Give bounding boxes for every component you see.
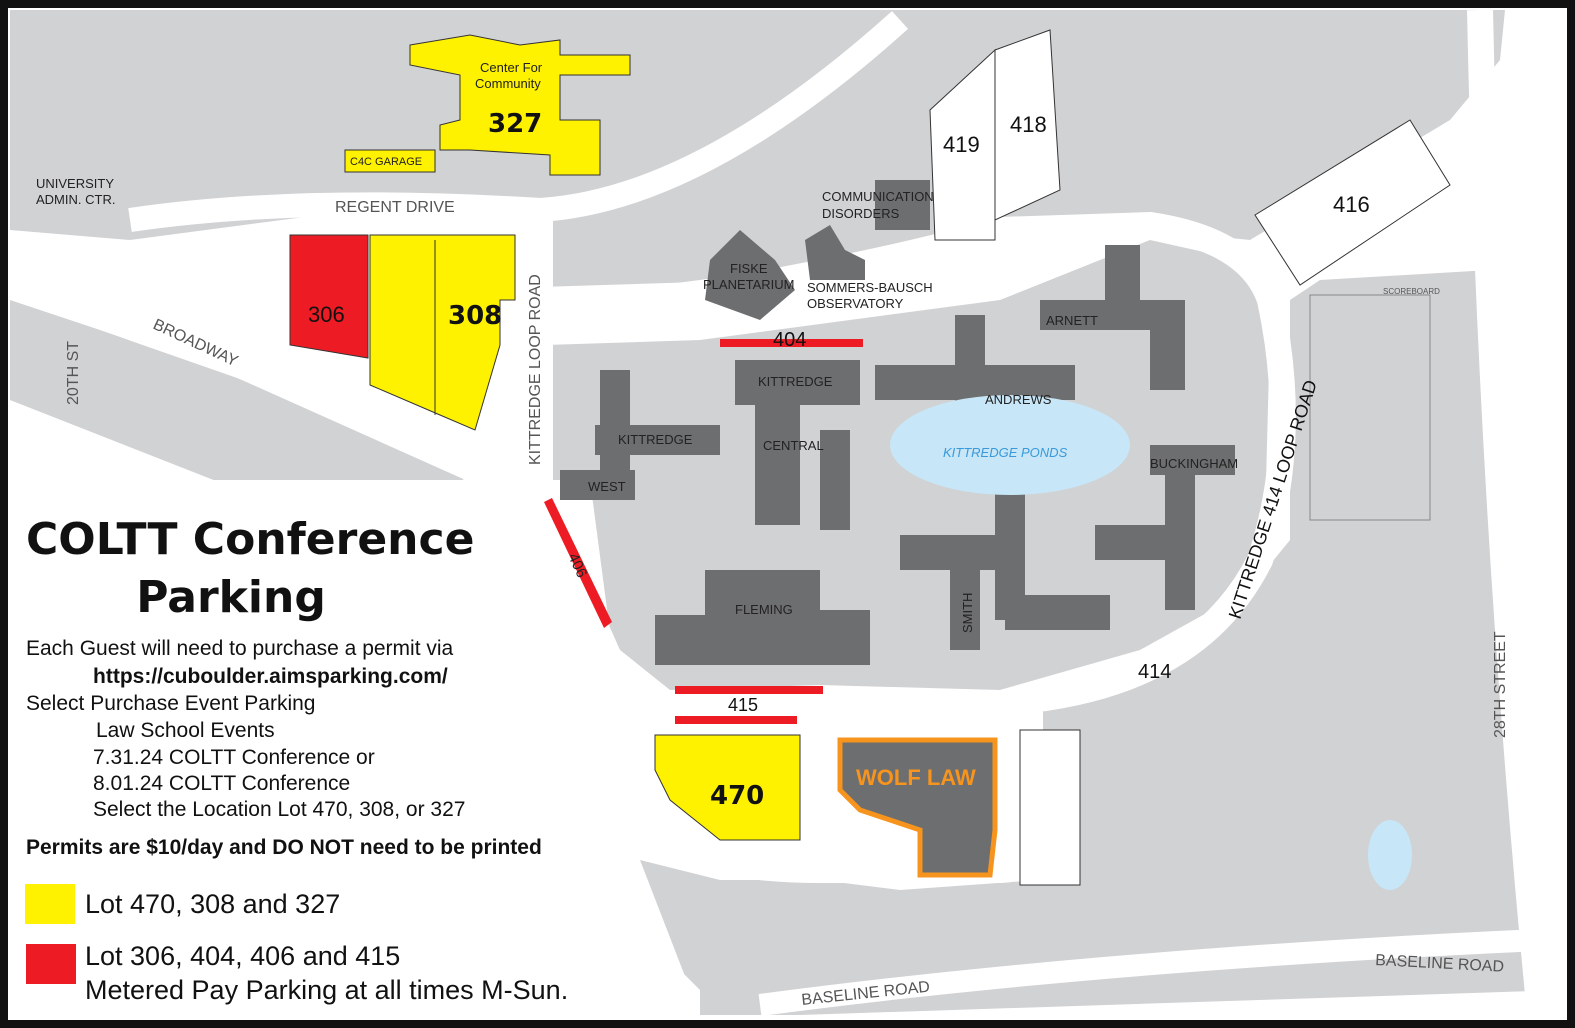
lot-404 [720, 339, 863, 347]
label-c4c-garage: C4C GARAGE [350, 156, 422, 168]
label-lot-327: 327 [488, 109, 542, 139]
label-lot-470: 470 [710, 781, 764, 811]
lot-406 [544, 498, 612, 628]
label-c4c: Center For [480, 60, 543, 75]
label-20th-st: 20TH ST [65, 341, 82, 405]
label-kittredge-a: KITTREDGE [758, 374, 833, 389]
label-comm-2: DISORDERS [822, 206, 900, 221]
label-lot-416: 416 [1333, 192, 1370, 217]
lot-416 [1254, 119, 1451, 286]
label-lot-308: 308 [448, 301, 502, 331]
instruction-line: Each Guest will need to purchase a permi… [26, 637, 454, 660]
label-scoreboard: SCOREBOARD [1383, 287, 1440, 296]
permit-note: Permits are $10/day and DO NOT need to b… [26, 836, 542, 859]
lot-327 [409, 34, 631, 176]
pond [1368, 820, 1412, 890]
label-lot-415: 415 [728, 695, 758, 715]
label-admin: UNIVERSITY [36, 176, 114, 191]
campus-area-south [10, 270, 1565, 1015]
lot-415 [675, 686, 823, 694]
instruction-line: 7.31.24 COLTT Conference or [93, 746, 375, 769]
label-c4c-2: Community [475, 76, 541, 91]
broadway [85, 289, 570, 607]
instruction-line: Select Purchase Event Parking [26, 692, 316, 715]
lot-418 [994, 29, 1061, 221]
legend-label: Lot 306, 404, 406 and 415 [85, 941, 401, 971]
label-fiske: FISKE [730, 261, 768, 276]
label-baseline-road-east: BASELINE ROAD [1375, 952, 1505, 976]
label-fleming: FLEMING [735, 602, 793, 617]
lot-306 [289, 234, 369, 359]
label-central: CENTRAL [763, 438, 824, 453]
label-andrews: ANDREWS [985, 392, 1052, 407]
legend-swatch-yellow [25, 884, 75, 924]
label-kittredge-b: KITTREDGE [618, 432, 693, 447]
label-lot-419: 419 [943, 132, 980, 157]
title-line-2: Parking [136, 572, 326, 623]
label-28th-street: 28TH STREET [1492, 631, 1509, 738]
instruction-line: Select the Location Lot 470, 308, or 327 [93, 798, 466, 821]
label-lot-414: 414 [1138, 661, 1171, 683]
lot-470 [654, 734, 801, 841]
label-lot-404: 404 [773, 329, 806, 351]
label-wolf-law: WOLF LAW [856, 765, 976, 790]
permit-url-link[interactable]: https://cuboulder.aimsparking.com/ [93, 665, 448, 688]
label-smith: SMITH [960, 593, 975, 633]
instruction-line: Law School Events [96, 719, 275, 742]
label-buckingham: BUCKINGHAM [1150, 456, 1238, 471]
label-west: WEST [588, 479, 626, 494]
label-fiske-2: PLANETARIUM [703, 277, 795, 292]
legend-label-2: Metered Pay Parking at all times M-Sun. [85, 975, 569, 1005]
c4c-garage [344, 149, 436, 173]
label-kittredge-loop-west: KITTREDGE LOOP ROAD [527, 274, 544, 465]
title-line-1: COLTT Conference [26, 514, 475, 565]
lot-308 [369, 234, 516, 431]
28th-street [1467, 9, 1553, 1017]
instruction-line: 8.01.24 COLTT Conference [93, 772, 351, 795]
label-lot-306: 306 [308, 302, 345, 327]
label-admin-2: ADMIN. CTR. [36, 192, 115, 207]
lot-419 [929, 48, 996, 241]
baseline-road [758, 929, 1541, 1016]
regent-drive [128, 11, 909, 232]
kittredge-loop-road [527, 211, 1296, 883]
label-lot-418: 418 [1010, 112, 1047, 137]
label-comm: COMMUNICATION [822, 189, 934, 204]
label-kittredge-ponds: KITTREDGE PONDS [943, 445, 1068, 460]
legend-label: Lot 470, 308 and 327 [85, 889, 341, 919]
legend-swatch-red [26, 944, 76, 984]
label-sommers: SOMMERS-BAUSCH [807, 280, 933, 295]
label-arnett: ARNETT [1046, 313, 1098, 328]
wolf-law-building [837, 737, 998, 878]
label-sommers-2: OBSERVATORY [807, 296, 904, 311]
label-regent-drive: REGENT DRIVE [335, 199, 455, 216]
